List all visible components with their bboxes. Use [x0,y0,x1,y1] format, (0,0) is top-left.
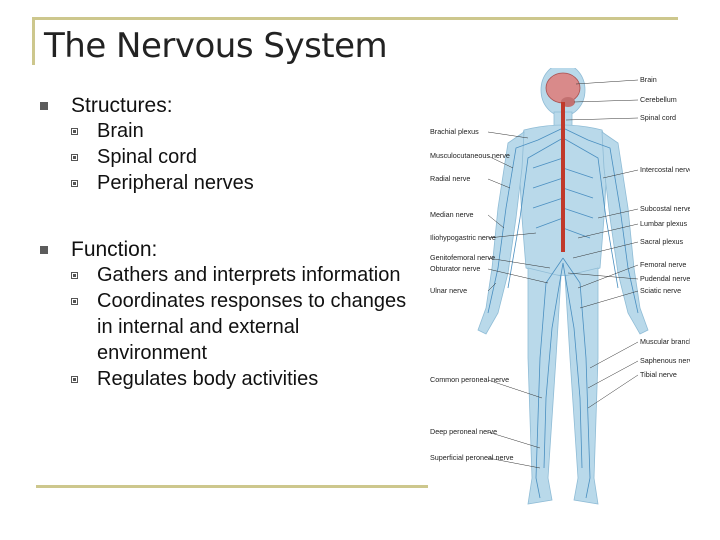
nerve-path [562,207,594,219]
leader-line [487,431,541,449]
left-figure-label: Genitofemoral nerve [430,253,495,262]
leader-line [573,99,639,103]
leader-line [487,155,514,169]
right-figure-label: Subcostal nerve [640,204,690,213]
right-figure-label: Femoral nerve [640,260,686,269]
left-figure-label: Common peroneal nerve [430,375,509,384]
nerve-path [562,257,591,499]
leader-line [575,79,639,85]
nerve-path [532,197,564,209]
leader-line [487,214,505,229]
slide-title: The Nervous System [44,26,388,66]
box-bullet-icon [71,154,78,161]
nerve-path [532,157,564,169]
left-figure-label: Superficial peroneal nerve [430,453,514,462]
right-figure-label: Pudendal nerve [640,274,690,283]
box-bullet-icon [71,376,78,383]
left-figure-label: Median nerve [430,210,474,219]
right-figure-label: Lumbar plexus [640,219,688,228]
leader-line [487,178,511,189]
left-figure-label: Ulnar nerve [430,286,467,295]
list-item: Regulates body activities [71,366,410,392]
leader-line [487,379,543,399]
frame-bottom-line [36,485,428,488]
leader-line [487,457,541,469]
spinal-cord-shape [561,102,565,252]
right-figure-label: Saphenous nerve [640,356,690,365]
nerve-path [543,262,564,469]
nerve-path [562,262,583,469]
right-figure-label: Tibial nerve [640,370,677,379]
leader-line [487,282,497,292]
right-figure-label: Sciatic nerve [640,286,681,295]
section-function: Function: Gathers and interprets informa… [40,238,410,392]
list-item: Coordinates responses to changes in inte… [71,288,410,366]
section-structures: Structures: Brain Spinal cord Peripheral… [40,94,410,196]
left-figure-label: Obturator nerve [430,264,480,273]
box-bullet-icon [71,298,78,305]
leader-line [572,241,639,259]
nerve-path [562,127,639,314]
leader-line [565,117,639,121]
leader-line [589,341,639,369]
leader-line [487,131,529,139]
leader-line [579,290,639,309]
frame-top-line [32,17,678,20]
left-figure-label: Deep peroneal nerve [430,427,497,436]
section-label: Function: [71,238,158,261]
right-figure-label: Intercostal nerves [640,165,690,174]
nerve-path [562,167,594,179]
list-item: Peripheral nerves [71,170,410,196]
leader-line [567,272,639,280]
nerve-path [487,127,564,314]
nerve-path [562,137,619,289]
leader-line [487,268,549,284]
frame-left-line [32,17,35,65]
leader-line [487,232,537,239]
nerve-network [487,127,639,499]
leader-line [597,208,639,219]
nerve-path [535,217,564,229]
list-item: Spinal cord [71,144,410,170]
leader-line [602,169,639,179]
list-item: Brain [71,118,410,144]
box-bullet-icon [71,128,78,135]
leader-line [587,374,639,409]
square-bullet-icon [40,102,48,110]
left-figure-label: Iliohypogastric nerve [430,233,496,242]
list-item: Gathers and interprets information [71,262,410,288]
right-figure-label: Brain [640,75,657,84]
box-bullet-icon [71,180,78,187]
brain-shape [545,72,581,104]
nerve-path [507,137,564,289]
nerve-path [562,187,594,199]
right-figure-label: Sacral plexus [640,237,684,246]
left-figure-label: Brachial plexus [430,127,479,136]
nerve-path [535,257,564,499]
left-figure-label: Radial nerve [430,174,470,183]
leader-line [487,257,551,269]
right-figure-label: Spinal cord [640,113,676,122]
square-bullet-icon [40,246,48,254]
left-figure-label: Musculocutaneous nerve [430,151,510,160]
box-bullet-icon [71,272,78,279]
nerve-path [532,177,564,189]
leader-line [577,223,639,239]
right-figure-label: Cerebellum [640,95,677,104]
leader-line [587,360,639,389]
right-figure-label: Muscular branches of femoral nerve [640,337,690,346]
section-label: Structures: [71,94,173,117]
bullet-list: Structures: Brain Spinal cord Peripheral… [40,94,410,392]
